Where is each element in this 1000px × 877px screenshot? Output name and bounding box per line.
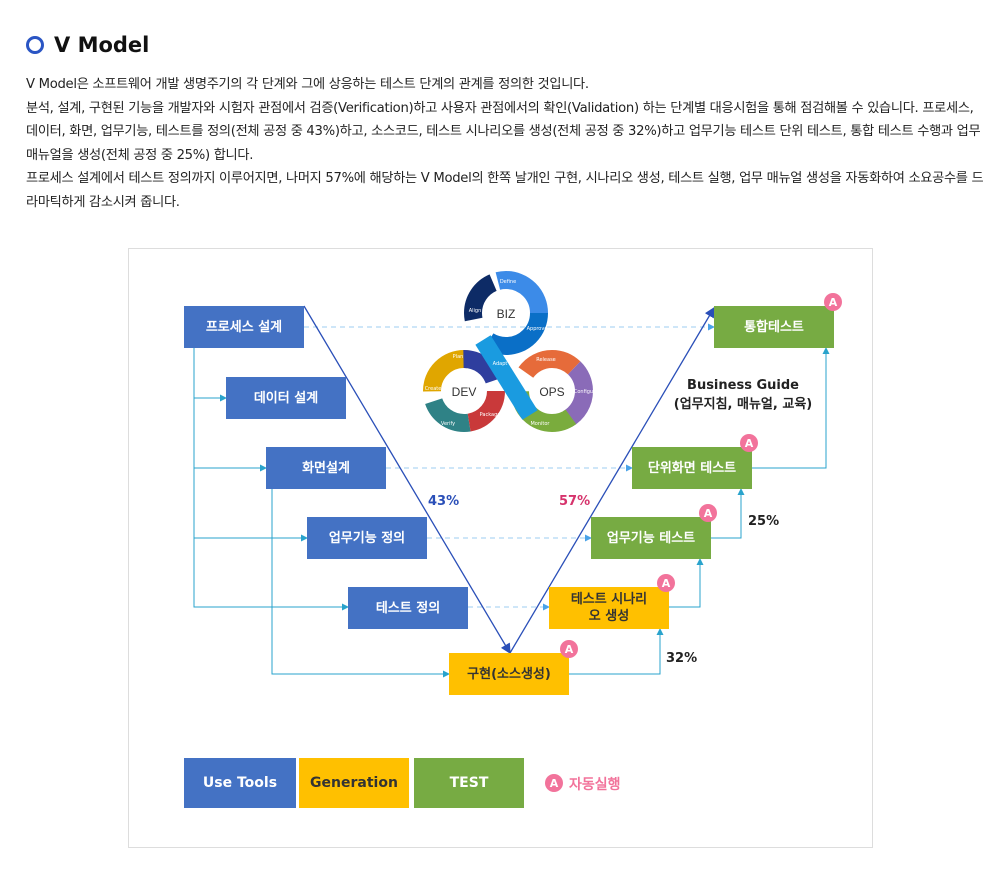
segment-label: Define bbox=[500, 279, 516, 285]
description: V Model은 소프트웨어 개발 생명주기의 각 단계와 그에 상응하는 테스… bbox=[26, 73, 986, 214]
percent-32: 32% bbox=[666, 651, 698, 666]
segment-label: Monitor bbox=[530, 421, 550, 427]
dev-label: DEV bbox=[452, 385, 477, 399]
desc-2: 분석, 설계, 구현된 기능을 개발자와 시험자 관점에서 검증(Verific… bbox=[26, 100, 981, 163]
business-guide: Business Guide (업무지침, 매뉴얼, 교육) bbox=[663, 376, 823, 414]
segment-label: Plan bbox=[453, 354, 464, 360]
legend-auto-label: 자동실행 bbox=[569, 777, 621, 793]
implementation-box: 구현(소스생성) bbox=[449, 653, 569, 695]
auto-badge: A bbox=[824, 293, 842, 311]
unit-screen-test-box: 단위화면 테스트 bbox=[632, 447, 752, 489]
business-guide-sub: (업무지침, 매뉴얼, 교육) bbox=[673, 397, 813, 412]
page-title: V Model bbox=[26, 33, 149, 57]
data-design-box: 데이터 설계 bbox=[226, 377, 346, 419]
percent-57: 57% bbox=[559, 494, 591, 509]
segment-label: Package bbox=[480, 412, 501, 418]
function-definition-box: 업무기능 정의 bbox=[307, 517, 427, 559]
segment-label: Create bbox=[425, 386, 442, 392]
test-scenario-box: 테스트 시나리오 생성 bbox=[549, 587, 669, 629]
segment-label: Align bbox=[469, 308, 482, 314]
desc-3: 프로세스 설계에서 테스트 정의까지 이루어지면, 나머지 57%에 해당하는 … bbox=[26, 171, 984, 210]
screen-design-box: 화면설계 bbox=[266, 447, 386, 489]
legend-use-tools: Use Tools bbox=[184, 758, 296, 808]
process-design-box: 프로세스 설계 bbox=[184, 306, 304, 348]
segment-label: Configure bbox=[574, 389, 598, 395]
auto-badge: A bbox=[740, 434, 758, 452]
segment-label: Verify bbox=[441, 421, 455, 427]
biz-label: BIZ bbox=[497, 307, 516, 321]
legend-auto-badge: A bbox=[545, 774, 563, 792]
integration-test-box: 통합테스트 bbox=[714, 306, 834, 348]
legend-generation: Generation bbox=[299, 758, 409, 808]
percent-25: 25% bbox=[748, 514, 780, 529]
segment-label: Release bbox=[536, 357, 556, 363]
circle-icon bbox=[26, 36, 44, 54]
diagram-frame bbox=[128, 248, 873, 848]
percent-43: 43% bbox=[428, 494, 460, 509]
auto-badge: A bbox=[657, 574, 675, 592]
ops-label: OPS bbox=[539, 385, 564, 399]
test-definition-box: 테스트 정의 bbox=[348, 587, 468, 629]
legend-test: TEST bbox=[414, 758, 524, 808]
auto-badge: A bbox=[560, 640, 578, 658]
segment-label: Adapt bbox=[493, 361, 508, 367]
desc-1: V Model은 소프트웨어 개발 생명주기의 각 단계와 그에 상응하는 테스… bbox=[26, 77, 589, 92]
function-test-box: 업무기능 테스트 bbox=[591, 517, 711, 559]
auto-badge: A bbox=[699, 504, 717, 522]
devops-infinity-logo bbox=[423, 271, 593, 432]
title-text: V Model bbox=[54, 33, 150, 57]
segment-label: Approve bbox=[527, 326, 548, 332]
business-guide-title: Business Guide bbox=[687, 378, 799, 393]
